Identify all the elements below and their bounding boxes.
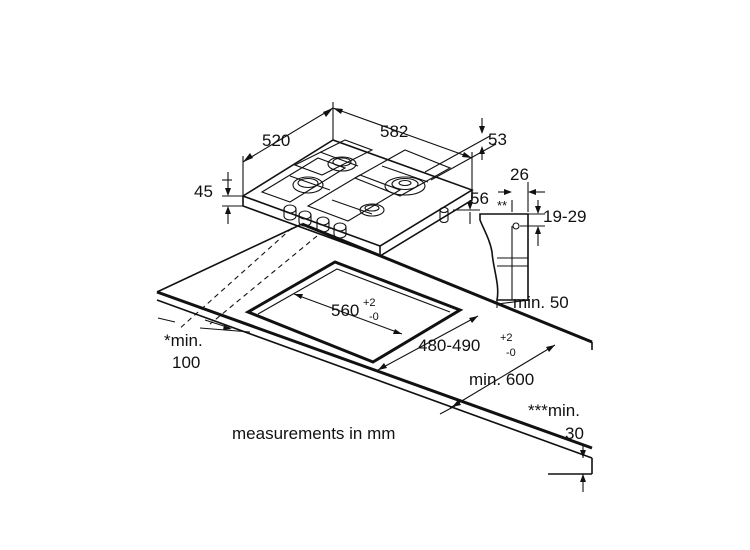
hob-drawing bbox=[241, 139, 474, 257]
hob-dimensions bbox=[222, 102, 497, 224]
label-560-tol-plus: +2 bbox=[363, 297, 376, 309]
label-min-50: min. 50 bbox=[513, 293, 569, 312]
label-520: 520 bbox=[262, 131, 290, 150]
label-min-600: min. 600 bbox=[469, 370, 534, 389]
label-bracket-stars: ** bbox=[497, 198, 507, 213]
label-53: 53 bbox=[488, 130, 507, 149]
label-45: 45 bbox=[194, 182, 213, 201]
label-wall-30: 30 bbox=[565, 424, 584, 443]
label-582: 582 bbox=[380, 122, 408, 141]
label-560: 560 bbox=[331, 301, 359, 320]
label-480-490-tol-plus: +2 bbox=[500, 332, 513, 344]
worktop-back-edge bbox=[301, 222, 593, 344]
label-front-min: *min. bbox=[164, 331, 203, 350]
dimension-labels: 520 582 53 45 56 26 ** 19-29 min. 50 560… bbox=[164, 122, 586, 443]
label-19-29: 19-29 bbox=[543, 207, 586, 226]
pan-supports bbox=[260, 139, 452, 222]
gas-connection bbox=[439, 206, 449, 224]
worktop bbox=[156, 222, 593, 475]
worktop-front-edge bbox=[156, 290, 593, 450]
worktop-dimensions bbox=[157, 293, 586, 492]
bracket-detail bbox=[479, 182, 545, 308]
label-wall-min: ***min. bbox=[528, 401, 580, 420]
label-480-490-tol-minus: -0 bbox=[506, 347, 516, 359]
bracket-profile bbox=[479, 213, 529, 301]
worktop-front-edge-lower bbox=[156, 299, 593, 459]
label-480-490: 480-490 bbox=[418, 336, 480, 355]
label-front-100: 100 bbox=[172, 353, 200, 372]
burners bbox=[292, 156, 426, 217]
cutout-opening bbox=[244, 260, 464, 364]
units-note: measurements in mm bbox=[232, 424, 395, 443]
label-56: 56 bbox=[470, 189, 489, 208]
label-26: 26 bbox=[510, 165, 529, 184]
label-560-tol-minus: -0 bbox=[369, 311, 379, 323]
hob-top-plate bbox=[241, 139, 474, 247]
bracket-screw-icon bbox=[512, 222, 520, 230]
